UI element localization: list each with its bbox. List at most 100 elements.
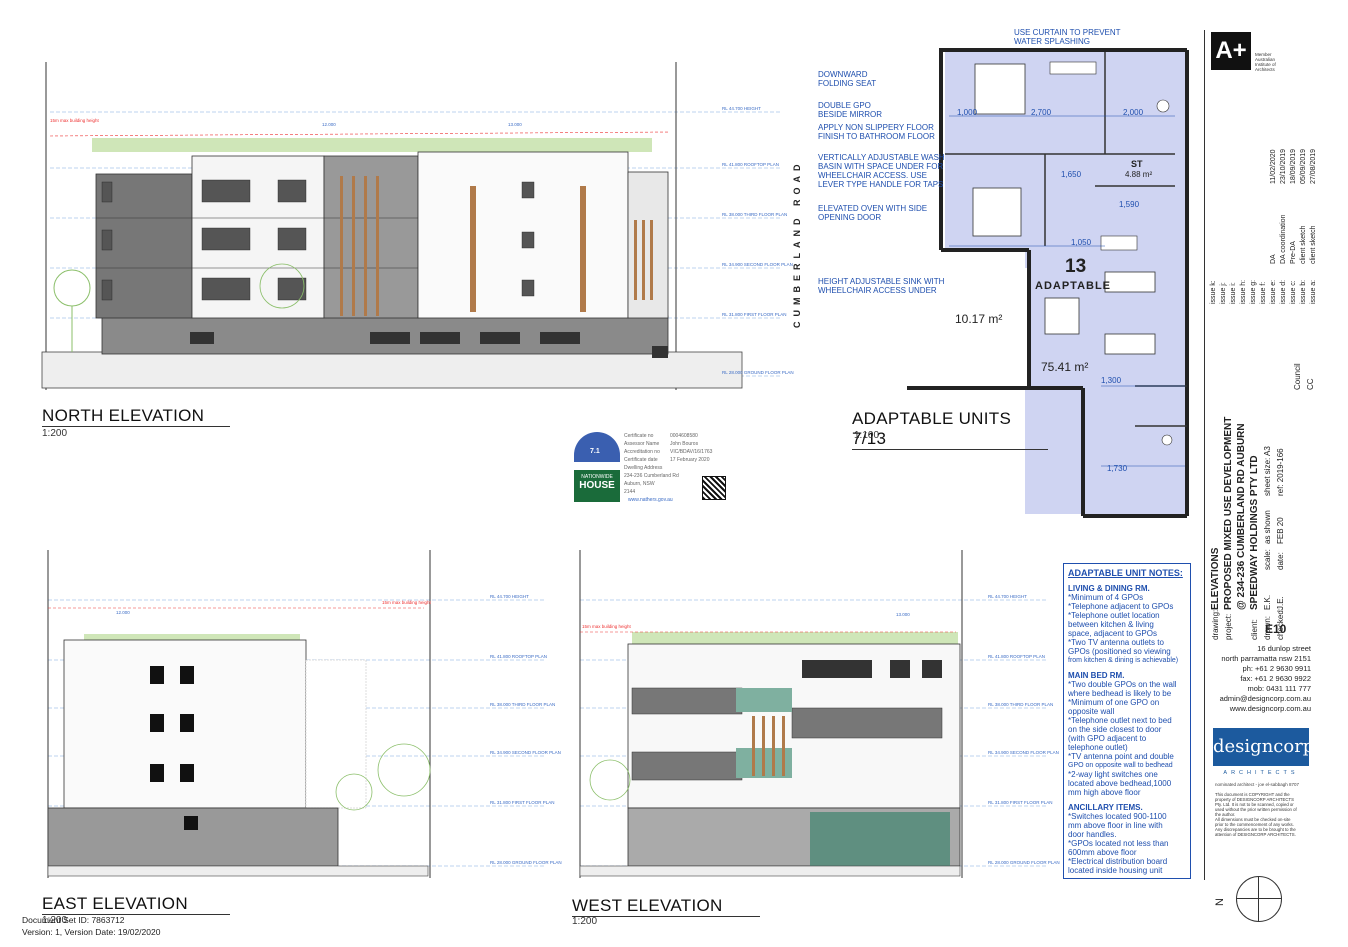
title-block: A+ Member Australian Institute of Archit… [1204,30,1317,880]
email-link[interactable]: admin@designcorp.com.au [1219,694,1311,703]
note-line: located inside housing unit [1068,866,1163,875]
copyright-line: This document is COPYRIGHT and the [1215,792,1290,797]
annotation: ELEVATED OVEN WITH SIDE OPENING DOOR [818,204,927,222]
nathers-val: 0004608580 [670,433,698,439]
copyright-line: property of DESIGNCORP ARCHITECTS [1215,797,1294,802]
project-value-2: @ 234-236 CUMBERLAND RD AUBURN [1236,423,1247,610]
note-line: *Telephone outlet next to bed [1068,716,1172,725]
nathers-key: Dwelling Address [624,465,663,471]
client-row: client:SPEEDWAY HOLDINGS PTY LTD [1248,340,1261,640]
issue-row: issue e:DA11/02/2020 [1269,74,1279,304]
issue-row: issue d:DA coordination23/10/2019 [1279,74,1289,304]
annotation-line: ELEVATED OVEN WITH SIDE [818,204,928,213]
note-line: *Minimum of one GPO on [1068,698,1160,707]
plan-dim: 1,730 [1107,464,1128,473]
st-area: 4.88 m² [1125,170,1153,179]
issue-id: issue e: [1270,279,1277,304]
issue-date: 05/09/2019 [1300,148,1307,184]
north-level-label: RL 31.800 FIRST FLOOR PLAN [722,312,787,317]
plan-dim: 1,050 [1071,238,1092,247]
nathers-key: Certificate no [624,433,654,439]
date-label: date: [1276,552,1285,570]
notes-heading: ADAPTABLE UNIT NOTES: [1068,568,1183,578]
annotation: USE CURTAIN TO PREVENT WATER SPLASHING [1014,28,1121,46]
issue-desc: client sketch [1310,225,1317,264]
west-level-label: RL 38.000 THIRD FLOOR PLAN [988,702,1054,707]
note-line: *Minimum of 4 GPOs [1068,593,1144,602]
fax: fax: +61 2 9630 9922 [1240,674,1311,683]
adaptable-unit-plan: 1,000 2,700 2,000 1,590 1,650 1,050 1,30… [905,46,1205,526]
scale-value: as shown [1263,510,1272,544]
nathers-val: VIC/BDAV/16/1763 [670,449,713,455]
copyright-line: All dimensions must be checked on-site [1215,817,1291,822]
north-level-label: RL 34.900 SECOND FLOOR PLAN [722,262,793,267]
copyright-line: prior to the commencement of any works. [1215,822,1294,827]
annotation-line: WHEELCHAIR ACCESS UNDER [818,286,937,295]
annotation: DOUBLE GPO BESIDE MIRROR [818,101,882,119]
nathers-logo-line: NATIONWIDE [581,474,613,480]
annotation-line: FOLDING SEAT [818,79,877,88]
issue-id: issue k: [1210,280,1217,304]
nathers-key: Certificate date [624,457,658,463]
issue-id: issue g: [1250,279,1257,304]
nathers-certificate: 7.1 NATIONWIDE HOUSE Certificate no 00046… [574,430,734,508]
copyright-notice: This document is COPYRIGHT and the prope… [1215,792,1297,837]
issue-date: 11/02/2020 [1270,149,1277,184]
issue-table: issue k: issue j: issue i: issue h: issu… [1209,74,1319,304]
notes-section: LIVING & DINING RM. *Minimum of 4 GPOs *… [1068,584,1186,665]
copyright-line: used without the prior written permissio… [1215,807,1297,812]
checked-row: checked:J.E.date:FEB 20ref: 2019-166 [1274,340,1287,640]
note-line: *Two double GPOs on the wall [1068,680,1177,689]
note-line: from kitchen & dining is achievable) [1068,657,1179,664]
date-value: FEB 20 [1276,517,1285,544]
note-line: *Switches located 900-1100 [1068,812,1167,821]
ref-value: 2019-166 [1276,448,1285,483]
note-line: (with GPO adjacent to [1068,734,1147,743]
aia-line: Australian [1255,57,1276,62]
drawing-label: drawing: [1211,609,1220,640]
issue-id: issue c: [1290,280,1297,304]
annotation-line: FINISH TO BATHROOM FLOOR [818,132,935,141]
drawing-row: drawing:ELEVATIONS [1209,340,1222,640]
logo-sub: ARCHITECTS [1223,770,1299,776]
issue-id: issue f: [1260,281,1267,304]
east-elevation-scale: 1:200 [42,915,68,926]
drawing-value: ELEVATIONS [1210,547,1221,610]
document-set-id: Document Set ID: 7863712 [22,915,125,925]
nathers-star-badge [574,432,620,462]
annotation-line: APPLY NON SLIPPERY FLOOR [818,123,934,132]
website-link[interactable]: www.designcorp.com.au [1229,704,1311,713]
nathers-val: 17 February 2020 [670,457,710,463]
north-level-label: RL 38.000 THIRD FLOOR PLAN [722,212,788,217]
aia-line: Institute of [1255,62,1276,67]
north-arrow-line [1237,898,1281,899]
west-elevation: RL 44.700 HEIGHT RL 41.800 ROOFTOP PLAN … [576,548,1060,883]
copyright-line: Pty. Ltd. It is not to be scanned, copie… [1215,802,1294,807]
drawn-value: E.K. [1263,594,1272,610]
plan-dim: 1,590 [1119,200,1140,209]
note-line: where bedhead is likely to be [1068,689,1172,698]
dim-label: 12.000 [322,122,336,127]
note-line: *Telephone adjacent to GPOs [1068,602,1174,611]
note-line: *TV antenna point and double [1068,752,1174,761]
annotation-line: USE CURTAIN TO PREVENT [1014,28,1121,37]
east-level-label: RL 44.700 HEIGHT [490,594,529,599]
nathers-val: John Bouros [670,441,699,447]
adaptable-plan-drawing [907,48,1189,518]
mobile: mob: 0431 111 777 [1247,684,1311,693]
max-height-label: 15m max building height [50,118,99,123]
issue-date: 27/08/2019 [1310,148,1317,184]
st-label: ST [1131,159,1143,169]
dim-label: 13.000 [508,122,522,127]
phone: ph: +61 2 9630 9911 [1242,664,1311,673]
note-line: *Telephone outlet location [1068,611,1160,620]
nathers-logo: NATIONWIDE HOUSE [574,470,620,502]
issue-desc: client sketch [1300,225,1307,264]
plan-dim: 1,650 [1061,170,1082,179]
adaptable-title: ADAPTABLE UNITS 7/13 [852,409,1048,450]
nathers-rating: 7.1 [590,448,600,455]
annotation-line: DOWNWARD [818,70,868,79]
note-line: mm above floor in line with [1068,821,1163,830]
note-line: *Two TV antenna outlets to [1068,638,1164,647]
